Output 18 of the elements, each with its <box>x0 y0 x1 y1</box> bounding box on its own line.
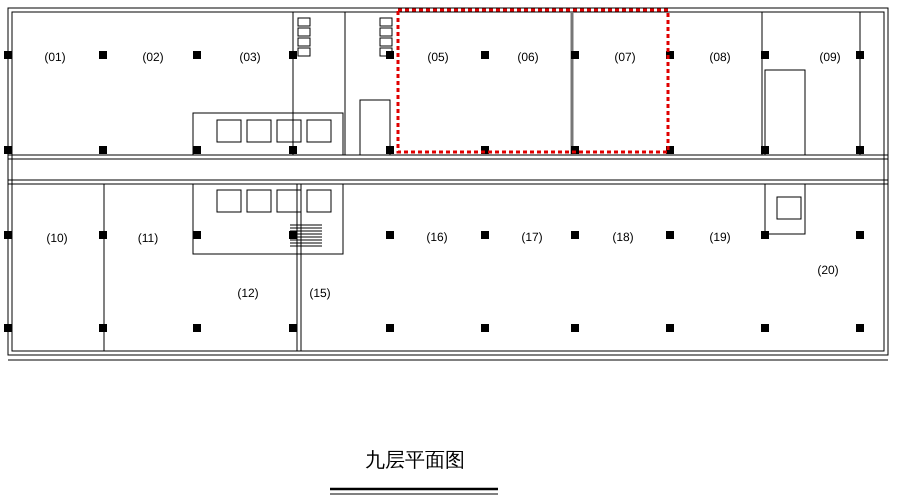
unit-number: (02) <box>142 50 164 64</box>
unit-number: (08) <box>709 50 731 64</box>
unit-number: (19) <box>709 230 731 244</box>
unit-number: (15) <box>309 286 331 300</box>
unit-number: (20) <box>817 263 839 277</box>
unit-number: (17) <box>521 230 543 244</box>
unit-number: (10) <box>46 231 68 245</box>
unit-number: (06) <box>517 50 539 64</box>
plan-title: 九层平面图 <box>365 446 465 474</box>
unit-number: (11) <box>138 231 158 245</box>
unit-number: (09) <box>819 50 841 64</box>
unit-number: (18) <box>612 230 634 244</box>
unit-number: (07) <box>614 50 636 64</box>
unit-number: (03) <box>239 50 261 64</box>
unit-number: (16) <box>426 230 448 244</box>
unit-number: (05) <box>427 50 449 64</box>
unit-number: (12) <box>237 286 259 300</box>
unit-number: (01) <box>44 50 66 64</box>
